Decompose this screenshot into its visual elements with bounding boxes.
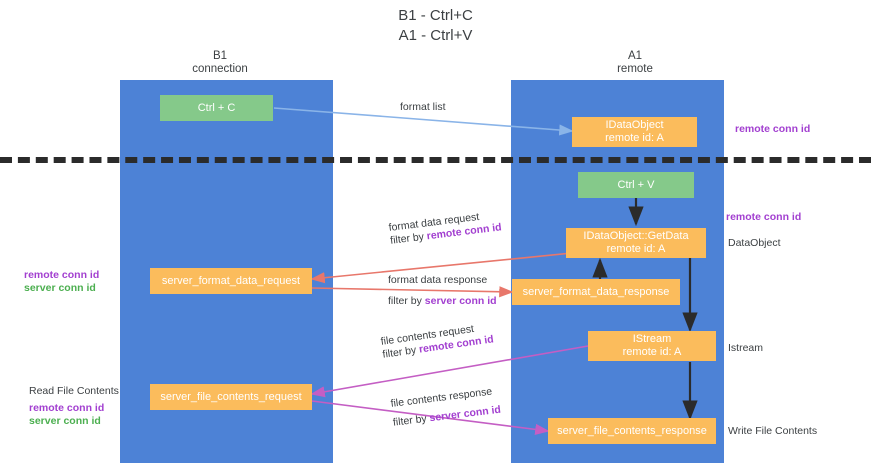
node-getdata-title: IDataObject::GetData xyxy=(583,230,689,242)
node-istream-title: IStream xyxy=(632,333,672,345)
node-istream-remote-id: remote id: A xyxy=(622,346,682,358)
annotation-left-read-file-contents: Read File Contents xyxy=(29,385,119,397)
column-header-a1: A1 remote xyxy=(565,50,705,76)
edge-label-file-contents-request: file contents request filter by remote c… xyxy=(380,320,495,361)
annotation-left-remote-conn-id-mid: remote conn id xyxy=(24,269,100,281)
node-server-format-data-request-label: server_format_data_request xyxy=(161,274,301,287)
node-server-format-data-response[interactable]: server_format_data_response xyxy=(512,279,680,305)
node-server-file-contents-response[interactable]: server_file_contents_response xyxy=(548,418,716,444)
column-a1-name: A1 xyxy=(627,50,643,62)
edge-label-format-list: format list xyxy=(400,101,446,113)
edge-label-file-contents-response: file contents response filter by server … xyxy=(390,385,502,430)
node-idataobject-remote-id: remote id: A xyxy=(605,132,664,144)
node-ctrl-c-label: Ctrl + C xyxy=(197,101,236,114)
diagram-title: B1 - Ctrl+C A1 - Ctrl+V xyxy=(0,6,871,46)
edge-label-fcresp-filter: filter by xyxy=(392,412,431,429)
annotation-right-remote-conn-id-getdata: remote conn id xyxy=(726,211,802,223)
edge-label-fdresp-line1: format data response xyxy=(388,274,488,286)
column-b1-role: connection xyxy=(192,63,248,75)
node-ctrl-v[interactable]: Ctrl + V xyxy=(578,172,694,198)
column-header-b1: B1 connection xyxy=(150,50,290,76)
annotation-left-server-conn-id-mid: server conn id xyxy=(24,282,96,294)
node-getdata-remote-id: remote id: A xyxy=(606,243,666,255)
section-divider xyxy=(0,157,871,163)
edge-label-format-data-request: format data request filter by remote con… xyxy=(388,208,502,247)
annotation-right-istream: Istream xyxy=(728,342,764,354)
node-server-file-contents-request[interactable]: server_file_contents_request xyxy=(150,384,312,410)
annotation-left-server-conn-id-bottom: server conn id xyxy=(29,415,101,427)
node-server-format-data-response-label: server_format_data_response xyxy=(522,285,670,298)
node-idataobject[interactable]: IDataObject remote id: A xyxy=(572,117,697,147)
edge-label-fdresp-line2: filter by server conn id xyxy=(388,295,497,308)
node-server-format-data-request[interactable]: server_format_data_request xyxy=(150,268,312,294)
annotation-right-remote-conn-id-top: remote conn id xyxy=(735,123,811,135)
edge-label-fcresp-key: server conn id xyxy=(428,403,502,425)
title-line-2: A1 - Ctrl+V xyxy=(398,27,473,44)
column-a1-role: remote xyxy=(617,63,653,75)
annotation-right-dataobject: DataObject xyxy=(728,237,781,249)
node-idataobject-title: IDataObject xyxy=(605,119,664,131)
edge-label-format-data-response: format data response filter by server co… xyxy=(388,274,497,308)
title-line-1: B1 - Ctrl+C xyxy=(398,7,473,24)
node-ctrl-v-label: Ctrl + V xyxy=(617,178,655,191)
node-server-file-contents-request-label: server_file_contents_request xyxy=(160,390,302,403)
column-b1-name: B1 xyxy=(212,50,228,62)
edge-label-fdresp-filter: filter by xyxy=(388,295,425,307)
node-server-file-contents-response-label: server_file_contents_response xyxy=(557,424,707,437)
edge-label-fdresp-key: server conn id xyxy=(424,295,497,307)
annotation-right-write-file-contents: Write File Contents xyxy=(728,425,818,437)
annotation-left-remote-conn-id-bottom: remote conn id xyxy=(29,402,105,414)
node-getdata[interactable]: IDataObject::GetData remote id: A xyxy=(566,228,706,258)
node-ctrl-c[interactable]: Ctrl + C xyxy=(160,95,273,121)
node-istream[interactable]: IStream remote id: A xyxy=(588,331,716,361)
